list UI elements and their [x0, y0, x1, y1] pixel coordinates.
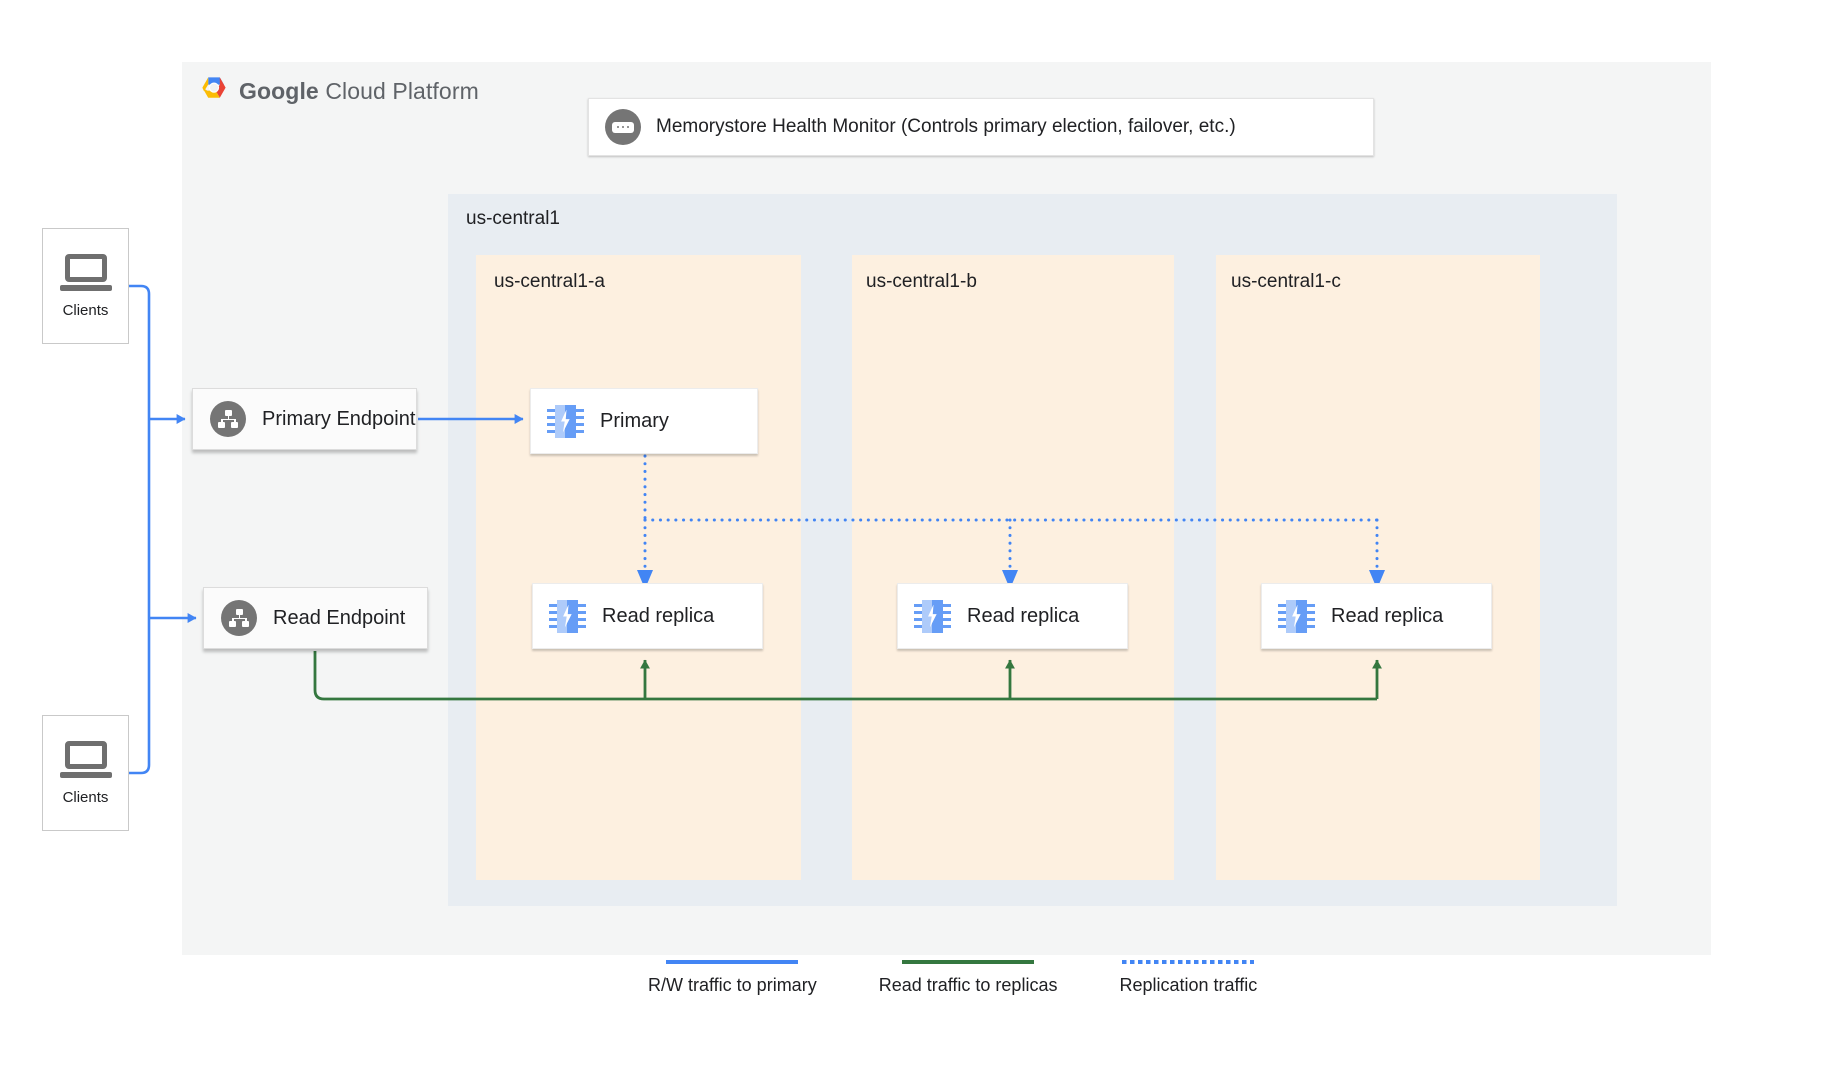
client-node-bottom[interactable]: Clients [42, 715, 129, 831]
health-monitor-card[interactable]: Memorystore Health Monitor (Controls pri… [588, 98, 1374, 156]
memory-chip-icon [547, 403, 584, 440]
primary-node-card[interactable]: Primary [530, 388, 758, 454]
zone-label-a: us-central1-a [494, 271, 605, 292]
laptop-icon [59, 253, 112, 291]
brand-name-bold: Google [239, 77, 319, 104]
network-hierarchy-icon [210, 401, 246, 437]
region-label: us-central1 [466, 208, 560, 229]
google-cloud-logo-icon [198, 75, 230, 108]
brand-name-light: Cloud Platform [318, 77, 479, 104]
client-node-top[interactable]: Clients [42, 228, 129, 344]
legend-swatch-read-traffic [902, 960, 1035, 964]
legend: R/W traffic to primary Read traffic to r… [648, 960, 1288, 996]
health-monitor-label: Memorystore Health Monitor (Controls pri… [656, 116, 1236, 137]
laptop-icon [59, 740, 112, 778]
read-replica-card-b[interactable]: Read replica [897, 583, 1128, 649]
memory-chip-icon [549, 598, 586, 635]
primary-endpoint-label: Primary Endpoint [262, 407, 416, 430]
memory-chip-icon [914, 598, 951, 635]
legend-label-read-traffic: Read traffic to replicas [878, 975, 1058, 995]
legend-item-replication-traffic: Replication traffic [1119, 960, 1257, 996]
read-replica-label-c: Read replica [1331, 604, 1444, 627]
brand-lockup: Google Cloud Platform [198, 73, 479, 109]
legend-label-rw-traffic: R/W traffic to primary [648, 975, 817, 995]
memory-chip-icon [1278, 598, 1315, 635]
primary-node-label: Primary [600, 409, 669, 432]
read-replica-label-a: Read replica [602, 604, 715, 627]
brand-wordmark: Google Cloud Platform [239, 78, 479, 105]
client-label-bottom: Clients [62, 788, 109, 806]
legend-swatch-rw-traffic [666, 960, 799, 964]
legend-label-replication-traffic: Replication traffic [1119, 975, 1258, 995]
legend-item-read-traffic: Read traffic to replicas [878, 960, 1058, 996]
read-replica-card-c[interactable]: Read replica [1261, 583, 1492, 649]
legend-item-rw-traffic: R/W traffic to primary [648, 960, 817, 996]
read-replica-label-b: Read replica [967, 604, 1080, 627]
read-endpoint-card[interactable]: Read Endpoint [203, 587, 428, 649]
zone-container-us-central1-b [852, 255, 1174, 880]
ellipsis-chip-icon [605, 109, 641, 145]
zone-container-us-central1-a [476, 255, 801, 880]
read-endpoint-label: Read Endpoint [273, 606, 406, 629]
client-label-top: Clients [62, 301, 109, 319]
zone-label-b: us-central1-b [866, 271, 977, 292]
zone-container-us-central1-c [1216, 255, 1540, 880]
legend-swatch-replication-traffic [1122, 960, 1255, 964]
zone-label-c: us-central1-c [1231, 271, 1341, 292]
read-replica-card-a[interactable]: Read replica [532, 583, 763, 649]
primary-endpoint-card[interactable]: Primary Endpoint [192, 388, 417, 450]
network-hierarchy-icon [221, 600, 257, 636]
